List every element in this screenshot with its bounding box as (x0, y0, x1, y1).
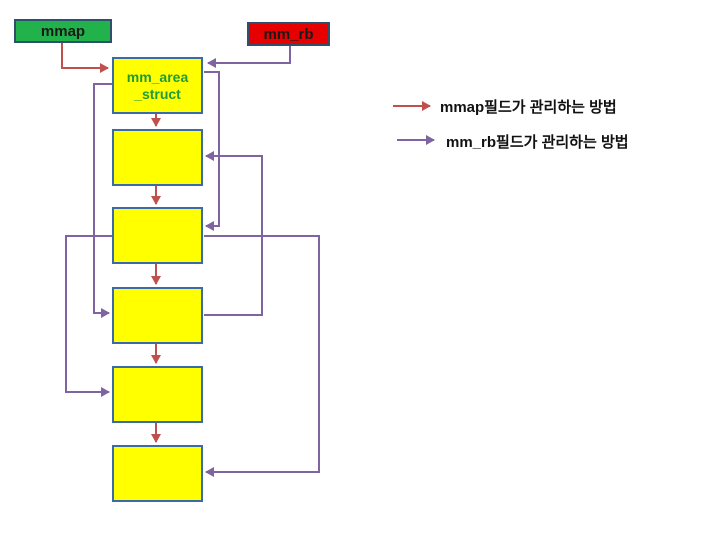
vma-node-5 (112, 445, 203, 502)
vma-node-3 (112, 287, 203, 344)
mm-area-struct-node: mm_area _struct (112, 57, 203, 114)
mmap-node-label: mmap (40, 22, 86, 40)
legend-mmap-label: mmap필드가 관리하는 방법 (440, 99, 617, 116)
struct-to-vma2-link (204, 71, 220, 231)
mm-rb-to-struct-arrow (207, 46, 291, 68)
vma-node-2 (112, 207, 203, 264)
struct-label-line1: mm_area (126, 68, 189, 85)
legend-mmrb-label: mm_rb필드가 관리하는 방법 (446, 134, 629, 151)
vma-node-4 (112, 366, 203, 423)
struct-to-vma3-link (93, 83, 112, 318)
struct-label-line2: _struct (134, 85, 181, 102)
mmap-to-struct-arrow (61, 43, 109, 73)
mm-rb-node: mm_rb (247, 22, 330, 46)
mmap-node: mmap (14, 19, 112, 43)
vma2-to-vma4-link (65, 235, 112, 397)
vma-node-1 (112, 129, 203, 186)
rb-links (65, 46, 320, 477)
vma2-to-vma5-link (204, 235, 320, 477)
mm-rb-node-label: mm_rb (263, 25, 314, 43)
mmap-links (61, 43, 161, 443)
